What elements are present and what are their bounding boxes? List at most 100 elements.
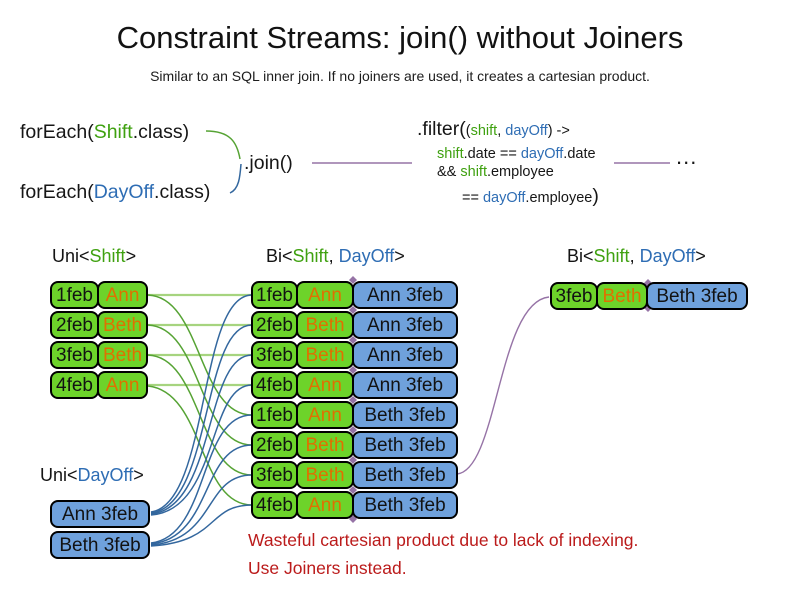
bi-pair-cell: Beth 3feb: [352, 401, 458, 429]
shift-name-cell: Ann: [97, 371, 148, 399]
bi-name-cell: Beth: [296, 311, 354, 339]
code-text: .date ==: [463, 146, 521, 162]
code-text: (: [465, 123, 471, 139]
code-text: .filter(: [417, 118, 466, 140]
code-filter-head: .filter((shift, dayOff) ->: [417, 118, 570, 141]
bi-date-cell: 4feb: [251, 491, 298, 519]
code-shift-arg: shift: [437, 146, 464, 162]
code-dayoff-arg: dayOff: [482, 190, 526, 206]
shift-curve: [147, 385, 253, 506]
bi-pair-cell: Ann 3feb: [352, 341, 458, 369]
code-filter-line4: == dayOff.employee): [462, 185, 599, 208]
code-foreach-dayoff: forEach(DayOff.class): [20, 181, 210, 204]
code-join: .join(): [244, 152, 293, 174]
bi-date-cell: 1feb: [251, 401, 298, 429]
label-dayoff-type: DayOff: [338, 246, 395, 266]
shift-curve-lines: [147, 294, 253, 506]
label-shift-type: Shift: [292, 246, 329, 266]
label-text: Uni<: [52, 246, 90, 266]
brace-shift-line: [205, 130, 241, 160]
dayoff-curve: [150, 384, 253, 516]
bi-name-cell: Beth: [296, 431, 354, 459]
dayoff-curve: [150, 294, 253, 513]
label-text: Bi<: [266, 246, 293, 266]
code-dayoff-arg: dayOff: [505, 123, 548, 139]
label-shift-type: Shift: [89, 246, 126, 266]
page-subtitle: Similar to an SQL inner join. If no join…: [150, 68, 650, 84]
dayoff-cell: Beth 3feb: [50, 531, 150, 559]
code-shift-arg: shift: [460, 164, 487, 180]
bi-name-cell: Ann: [296, 401, 354, 429]
label-shift-type: Shift: [593, 246, 630, 266]
label-text: >: [394, 246, 405, 266]
code-text: ): [592, 185, 599, 207]
code-dayoff-arg: dayOff: [520, 146, 564, 162]
result-date-cell: 3feb: [550, 282, 598, 310]
label-text: Uni<: [40, 465, 78, 485]
shift-horizontal-lines: [148, 293, 252, 387]
code-text: ) ->: [547, 123, 570, 139]
code-text: .employee: [486, 164, 554, 180]
bi-name-cell: Ann: [296, 491, 354, 519]
shift-date-cell: 1feb: [50, 281, 99, 309]
label-text: ,: [629, 246, 640, 266]
dayoff-curve: [150, 444, 253, 545]
bi-pair-cell: Ann 3feb: [352, 371, 458, 399]
brace-lines: [205, 130, 242, 194]
bi-date-cell: 2feb: [251, 311, 298, 339]
code-text: .employee: [525, 190, 593, 206]
warning-line2: Use Joiners instead.: [248, 558, 407, 578]
code-ellipsis: ...: [676, 144, 698, 169]
dayoff-curve: [150, 474, 253, 546]
code-text: forEach(: [20, 121, 94, 143]
dayoff-curve: [150, 414, 253, 544]
shift-date-cell: 2feb: [50, 311, 99, 339]
brace-dayoff-line: [229, 163, 242, 194]
label-dayoff-type: DayOff: [639, 246, 696, 266]
shift-name-cell: Beth: [97, 311, 148, 339]
code-text: ,: [497, 123, 506, 139]
code-text: forEach(: [20, 181, 94, 203]
label-text: ,: [328, 246, 339, 266]
dayoff-cell: Ann 3feb: [50, 500, 150, 528]
code-text: ==: [462, 190, 483, 206]
label-text: >: [125, 246, 137, 266]
shift-date-cell: 3feb: [50, 341, 99, 369]
result-name-cell: Beth: [596, 282, 648, 310]
shift-curve: [147, 294, 253, 416]
warning-line1: Wasteful cartesian product due to lack o…: [248, 530, 639, 550]
bi-pair-cell: Ann 3feb: [352, 311, 458, 339]
bi-name-cell: Ann: [296, 281, 354, 309]
code-shift-class: Shift: [93, 121, 133, 143]
bi-date-cell: 4feb: [251, 371, 298, 399]
bi-date-cell: 3feb: [251, 461, 298, 489]
bi-pair-cell: Beth 3feb: [352, 491, 458, 519]
uni-shift-label: Uni<Shift>: [52, 246, 136, 267]
label-text: >: [133, 465, 144, 485]
bi-name-cell: Beth: [296, 341, 354, 369]
shift-curve: [147, 324, 253, 446]
shift-name-cell: Beth: [97, 341, 148, 369]
dayoff-curve-lines: [150, 294, 253, 547]
code-dayoff-class: DayOff: [93, 181, 155, 203]
bi-date-cell: 2feb: [251, 431, 298, 459]
bi-date-cell: 1feb: [251, 281, 298, 309]
label-text: >: [695, 246, 706, 266]
label-text: Bi<: [567, 246, 594, 266]
bi-name-cell: Beth: [296, 461, 354, 489]
code-shift-arg: shift: [470, 123, 498, 139]
dayoff-curve: [150, 354, 253, 515]
code-foreach-shift: forEach(Shift.class): [20, 121, 189, 144]
dayoff-curve: [150, 504, 253, 547]
bi-main-label: Bi<Shift, DayOff>: [266, 246, 405, 267]
code-text: .date: [563, 146, 596, 162]
result-purple-curve: [456, 296, 550, 475]
dayoff-curve: [150, 324, 253, 514]
uni-dayoff-label: Uni<DayOff>: [40, 465, 144, 486]
code-filter-line2: shift.date == dayOff.date: [437, 146, 596, 162]
shift-date-cell: 4feb: [50, 371, 99, 399]
code-text: &&: [437, 164, 461, 180]
result-pair-cell: Beth 3feb: [646, 282, 748, 310]
